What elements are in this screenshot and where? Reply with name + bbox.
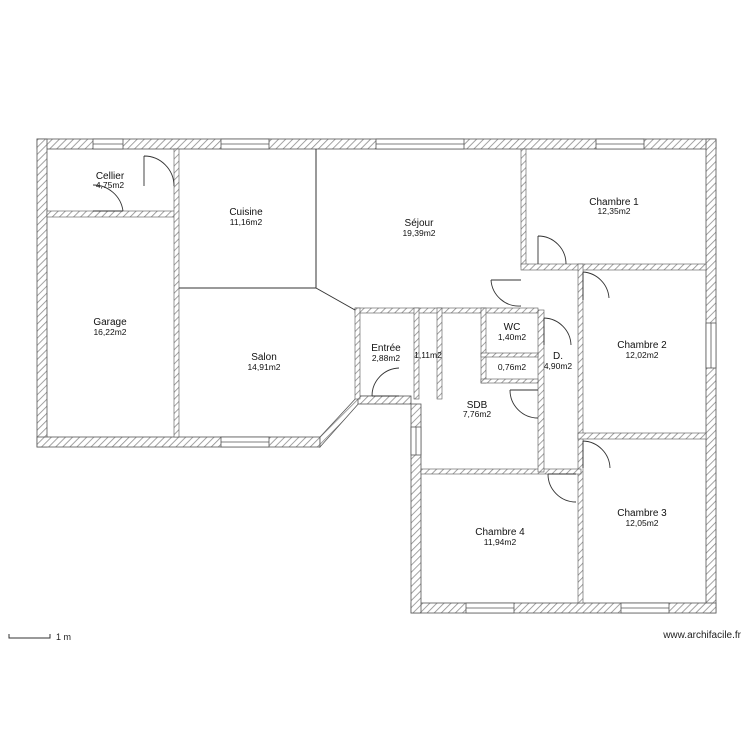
scale-bar: 1 m — [8, 632, 71, 642]
windows — [92, 138, 717, 614]
room-area-wc: 1,40m2 — [498, 332, 527, 342]
room-name-entree: Entrée — [371, 343, 401, 354]
site-credit: www.archifacile.fr — [662, 630, 741, 641]
room-name-sejour: Séjour — [405, 218, 435, 229]
room-area-chambre1: 12,35m2 — [597, 206, 630, 216]
room-name-chambre3: Chambre 3 — [617, 508, 667, 519]
room-area-sdb: 7,76m2 — [463, 409, 492, 419]
room-area-salon: 14,91m2 — [247, 362, 280, 372]
room-area-placard: 1,11m2 — [414, 350, 442, 360]
room-area-chambre4: 11,94m2 — [484, 537, 517, 547]
room-area-garage: 16,22m2 — [93, 327, 126, 337]
room-name-cuisine: Cuisine — [229, 207, 263, 218]
room-name-degt: D. — [553, 351, 563, 362]
room-area-small: 0,76m2 — [498, 362, 527, 372]
partitions — [179, 149, 356, 311]
room-name-garage: Garage — [93, 317, 127, 328]
scale-label: 1 m — [56, 632, 71, 642]
room-name-wc: WC — [504, 322, 521, 333]
room-name-chambre1: Chambre 1 — [589, 197, 639, 208]
room-area-cellier: 4,75m2 — [96, 180, 125, 190]
room-area-degt: 4,90m2 — [544, 361, 573, 371]
interior-walls — [46, 148, 707, 604]
doors — [92, 155, 611, 503]
room-name-chambre2: Chambre 2 — [617, 340, 667, 351]
room-area-cuisine: 11,16m2 — [230, 217, 263, 227]
room-name-sdb: SDB — [467, 400, 488, 411]
room-area-chambre3: 12,05m2 — [625, 518, 658, 528]
room-area-entree: 2,88m2 — [372, 353, 401, 363]
room-labels: Cellier 4,75m2 Garage 16,22m2 Cuisine 11… — [93, 171, 667, 547]
room-name-salon: Salon — [251, 352, 277, 363]
room-name-chambre4: Chambre 4 — [475, 527, 525, 538]
room-area-sejour: 19,39m2 — [402, 228, 435, 238]
room-area-chambre2: 12,02m2 — [625, 350, 658, 360]
room-name-cellier: Cellier — [96, 171, 125, 182]
